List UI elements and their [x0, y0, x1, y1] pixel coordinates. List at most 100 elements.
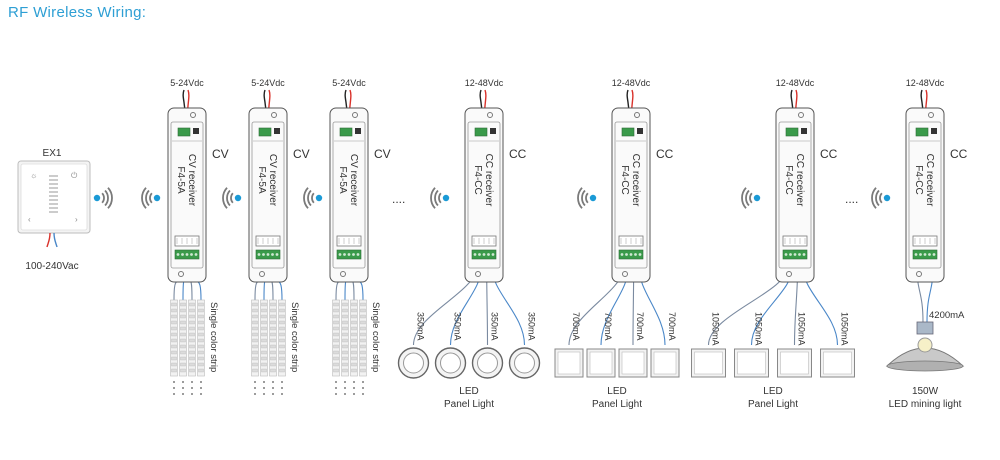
led-chip: [180, 350, 186, 355]
signal-wave-arc: [879, 192, 883, 204]
ellipsis-dots: ....: [845, 192, 858, 206]
led-chip: [279, 338, 285, 343]
signal-dot: [315, 194, 323, 202]
led-chip: [198, 350, 204, 355]
terminal-screw: [491, 253, 495, 256]
signal-wave-arc: [101, 192, 105, 204]
output-type-label: CV: [293, 147, 310, 161]
receiver-inner-panel: [614, 121, 648, 269]
led-chip: [333, 326, 339, 331]
led-chip: [198, 320, 204, 325]
supply-voltage-label: 12-48Vdc: [612, 78, 651, 88]
load-label-line2: LED mining light: [889, 399, 962, 410]
learn-button: [355, 128, 361, 134]
led-strip: [332, 299, 340, 377]
receiver-model-line2: F4-CC: [472, 165, 483, 194]
led-chip: [252, 368, 258, 373]
signal-wave-arc: [222, 187, 228, 209]
signal-dot: [753, 194, 761, 202]
receiver-model-line2: F4-5A: [337, 166, 348, 194]
continuation-dot: [182, 387, 184, 389]
receiver-name: CC receiverF4-CC: [472, 154, 494, 207]
led-chip: [261, 362, 267, 367]
power-icon: ⏻: [71, 171, 78, 180]
ellipsis-dots: ....: [392, 192, 405, 206]
mining-light-rim: [886, 360, 964, 372]
terminal-screw: [482, 253, 486, 256]
cv-receiver-unit: Single color strip: [332, 267, 381, 395]
load-label-line1: LED: [763, 386, 782, 397]
current-label: 700mA: [667, 312, 677, 341]
continuation-dot: [182, 393, 184, 395]
led-chip: [261, 332, 267, 337]
led-strip: [197, 299, 205, 377]
receiver-name: CV receiverF4-5A: [175, 154, 197, 207]
led-chip: [279, 344, 285, 349]
led-chip: [333, 344, 339, 349]
load-label-line2: Panel Light: [444, 399, 494, 410]
current-label: 4200mA: [929, 310, 965, 321]
led-chip: [261, 350, 267, 355]
terminal-screw: [338, 253, 342, 256]
learn-button: [637, 128, 643, 134]
led-chip: [342, 368, 348, 373]
led-chip: [180, 308, 186, 313]
led-chip: [171, 308, 177, 313]
led-chip: [342, 344, 348, 349]
signal-wave-arc: [107, 187, 113, 209]
mount-hole: [259, 271, 265, 277]
led-chip: [180, 314, 186, 319]
terminal-screw: [176, 253, 180, 256]
supply-voltage-label: 5-24Vdc: [170, 78, 204, 88]
continuation-dot: [200, 387, 202, 389]
receiver-name-line1: CC receiver: [630, 154, 641, 207]
signal-wave-arc: [577, 187, 583, 209]
led-chip: [180, 362, 186, 367]
led-chip: [279, 368, 285, 373]
continuation-dot: [362, 393, 364, 395]
led-chip: [252, 356, 258, 361]
receiver-inner-panel: [251, 121, 285, 269]
continuation-dot: [182, 381, 184, 383]
led-chip: [342, 362, 348, 367]
led-chip: [198, 338, 204, 343]
signal-wave-arc: [434, 189, 439, 207]
learn-button: [274, 128, 280, 134]
brightness-icon: ☼: [30, 171, 37, 180]
led-chip: [189, 302, 195, 307]
led-chip: [270, 326, 276, 331]
receiver-name: CC receiverF4-CC: [619, 154, 641, 207]
current-label: 700mA: [603, 312, 613, 341]
led-chip: [270, 350, 276, 355]
led-chip: [261, 308, 267, 313]
led-chip: [180, 344, 186, 349]
receiver-name-line1: CC receiver: [483, 154, 494, 207]
input-terminal: [474, 127, 488, 137]
led-chip: [189, 368, 195, 373]
led-chip: [333, 320, 339, 325]
signal-wave-arc: [430, 187, 436, 209]
receiver-name-line1: CV receiver: [186, 154, 197, 207]
ex1-remote-panel: EX1☼⏻‹›100-240Vac: [17, 148, 91, 272]
led-chip: [198, 368, 204, 373]
led-chip: [360, 308, 366, 313]
led-chip: [270, 314, 276, 319]
led-chip: [189, 326, 195, 331]
led-chip: [270, 344, 276, 349]
current-label: 1050mA: [711, 312, 721, 346]
terminal-screw: [793, 253, 797, 256]
terminal-screw: [487, 253, 490, 256]
mount-hole: [178, 271, 184, 277]
input-terminal: [177, 127, 191, 137]
mount-hole: [475, 271, 481, 277]
square-panel-lens: [653, 351, 677, 375]
strip-label: Single color strip: [289, 302, 300, 372]
led-chip: [270, 320, 276, 325]
signal-wave-arc: [871, 187, 877, 209]
led-chip: [261, 302, 267, 307]
led-chip: [270, 338, 276, 343]
load-label-line2: Panel Light: [748, 399, 798, 410]
page-title: RF Wireless Wiring:: [8, 4, 147, 21]
